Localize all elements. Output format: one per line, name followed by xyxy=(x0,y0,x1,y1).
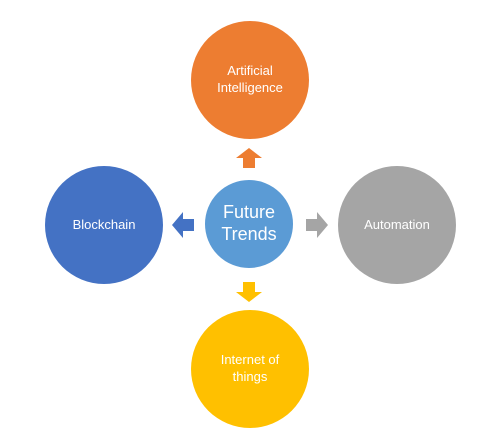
center-label: Future Trends xyxy=(221,202,277,244)
center-node-future-trends: Future Trends xyxy=(203,178,295,270)
arrow-right-icon xyxy=(306,212,328,238)
arrow-up-icon xyxy=(236,148,262,168)
node-label: Blockchain xyxy=(72,216,136,232)
node-blockchain: Blockchain xyxy=(45,166,163,284)
node-artificial-intelligence: Artificial Intelligence xyxy=(191,21,309,139)
arrow-down-icon xyxy=(236,282,262,302)
node-label: Internet of things xyxy=(220,352,280,384)
node-automation: Automation xyxy=(338,166,456,284)
node-label: Automation xyxy=(364,216,430,232)
node-internet-of-things: Internet of things xyxy=(191,310,309,428)
arrow-left-icon xyxy=(172,212,194,238)
node-label: Artificial Intelligence xyxy=(217,63,283,95)
